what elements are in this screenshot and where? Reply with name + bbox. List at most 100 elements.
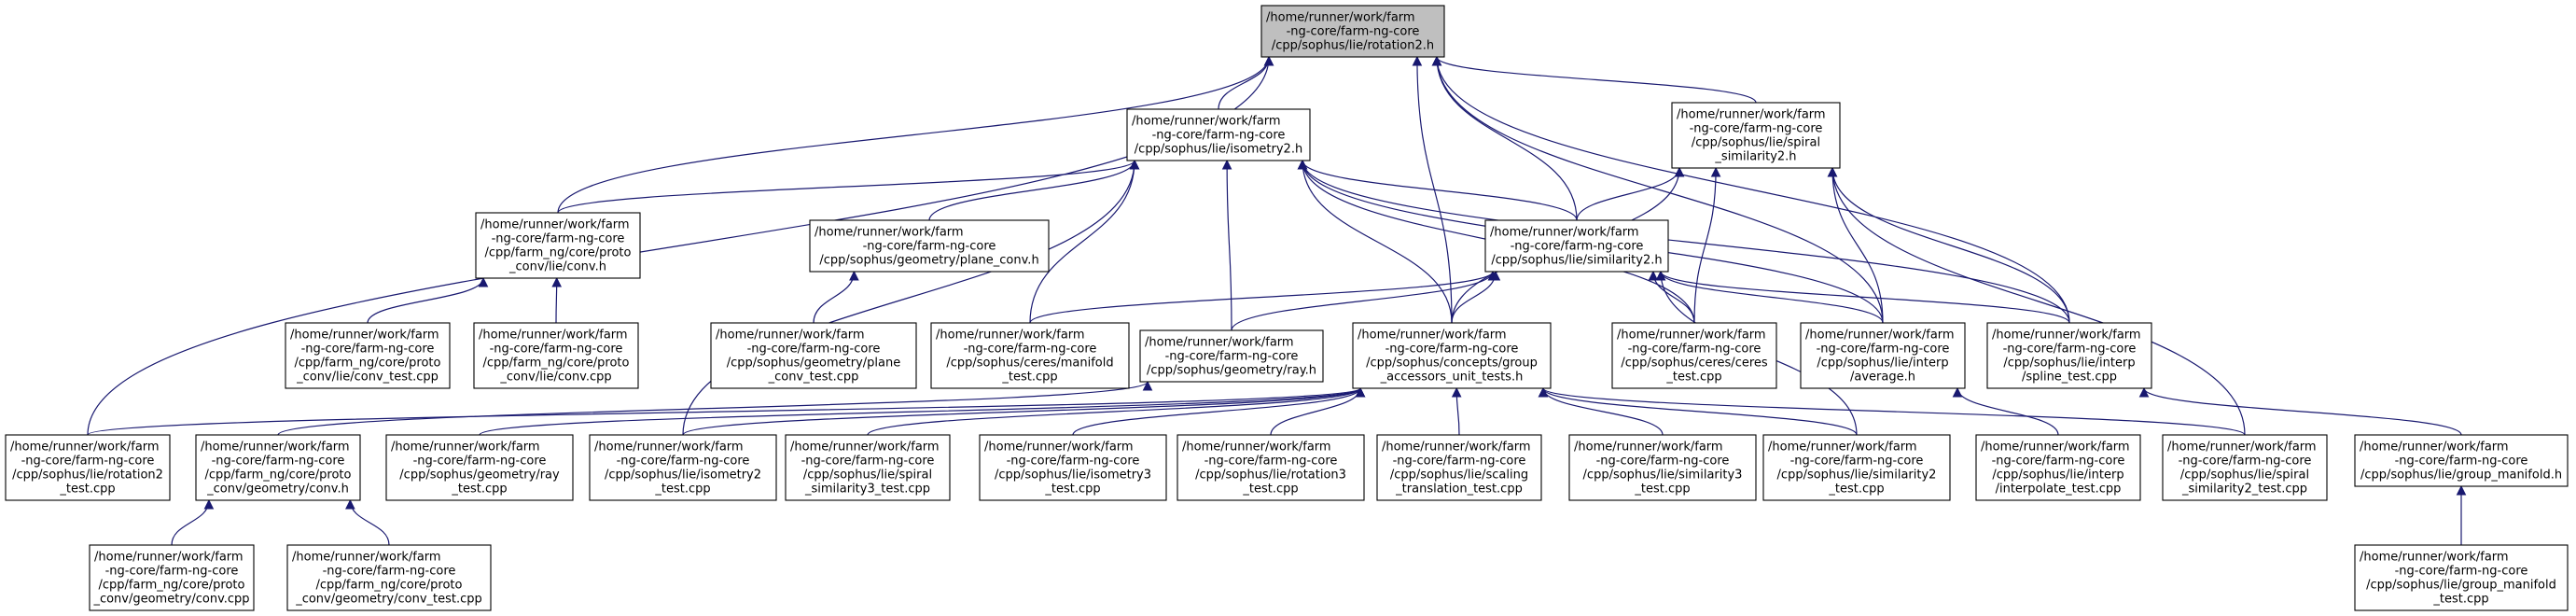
node-label-line: -ng-core/farm-ng-core: [801, 455, 935, 469]
edge-isometry2-test-cpp-to-group-accessors-h: [682, 387, 1361, 436]
node-label-line: -ng-core/farm-ng-core: [1628, 343, 1761, 357]
edge-arrowhead: [1221, 159, 1232, 170]
node-label-line: -ng-core/farm-ng-core: [1385, 343, 1519, 357]
edge-arrowhead: [1710, 166, 1721, 177]
edge-spline-test-cpp-to-similarity2-h: [1660, 271, 2070, 324]
node-proto-conv-lie-conv-h[interactable]: /home/runner/work/farm-ng-core/farm-ng-c…: [475, 212, 641, 279]
node-rotation2-h[interactable]: /home/runner/work/farm-ng-core/farm-ng-c…: [1260, 5, 1445, 58]
node-box: [785, 434, 951, 501]
node-spiral-similarity3-test-cpp[interactable]: /home/runner/work/farm-ng-core/farm-ng-c…: [785, 434, 951, 501]
node-scaling-translation-test-cpp[interactable]: /home/runner/work/farm-ng-core/farm-ng-c…: [1376, 434, 1542, 501]
edge-spline-test-cpp-to-spiral-similarity2-h: [1831, 167, 2070, 324]
node-label-line: _conv/lie/conv_test.cpp: [296, 371, 439, 385]
node-label-line: /home/runner/work/farm: [2167, 441, 2317, 455]
node-label-line: /home/runner/work/farm: [1490, 226, 1639, 240]
node-box: [710, 322, 917, 389]
node-label-line: /cpp/farm_ng/core/proto: [316, 579, 463, 593]
edge-arrowhead: [1648, 270, 1659, 281]
node-geometry-conv-cpp[interactable]: /home/runner/work/farm-ng-core/farm-ng-c…: [89, 544, 255, 611]
node-rotation3-test-cpp[interactable]: /home/runner/work/farm-ng-core/farm-ng-c…: [1177, 434, 1365, 501]
node-label-line: _test.cpp: [1001, 371, 1057, 385]
node-group-manifold-test-cpp[interactable]: /home/runner/work/farm-ng-core/farm-ng-c…: [2354, 544, 2569, 611]
node-interpolate-test-cpp[interactable]: /home/runner/work/farm-ng-core/farm-ng-c…: [1975, 434, 2141, 501]
node-label-line: -ng-core/farm-ng-core: [1790, 455, 1924, 469]
node-interp-average-h[interactable]: /home/runner/work/farm-ng-core/farm-ng-c…: [1800, 322, 1966, 389]
edge-interpolate-test-cpp-to-interp-average-h: [1956, 387, 2059, 436]
node-ray-test-cpp[interactable]: /home/runner/work/farm-ng-core/farm-ng-c…: [385, 434, 574, 501]
node-label-line: _test.cpp: [654, 483, 710, 497]
edge-arrowhead: [1952, 386, 1963, 398]
node-label-line: /home/runner/work/farm: [790, 441, 940, 455]
node-label-line: /home/runner/work/farm: [815, 226, 964, 240]
node-manifold-test-cpp[interactable]: /home/runner/work/farm-ng-core/farm-ng-c…: [930, 322, 1130, 389]
node-group-manifold-h[interactable]: /home/runner/work/farm-ng-core/farm-ng-c…: [2354, 434, 2569, 487]
node-ceres-test-cpp[interactable]: /home/runner/work/farm-ng-core/farm-ng-c…: [1611, 322, 1777, 389]
node-lie-conv-cpp[interactable]: /home/runner/work/farm-ng-core/farm-ng-c…: [473, 322, 639, 389]
node-label-line: /cpp/sophus/ceres/manifold: [946, 357, 1113, 371]
node-label-line: /home/runner/work/farm: [1266, 11, 1415, 25]
node-rotation2-test-cpp[interactable]: /home/runner/work/farm-ng-core/farm-ng-c…: [5, 434, 171, 501]
edge-isometry3-test-cpp-to-group-accessors-h: [1072, 387, 1361, 436]
node-label-line: /cpp/sophus/lie/group_manifold.h: [2360, 469, 2562, 483]
node-isometry2-test-cpp[interactable]: /home/runner/work/farm-ng-core/farm-ng-c…: [589, 434, 777, 501]
node-label-line: /cpp/sophus/concepts/group: [1366, 357, 1538, 371]
node-label-line: -ng-core/farm-ng-core: [1393, 455, 1526, 469]
node-label-line: /home/runner/work/farm: [1182, 441, 1331, 455]
edge-similarity3-test-cpp-to-group-accessors-h: [1542, 387, 1664, 436]
node-ray-h[interactable]: /home/runner/work/farm-ng-core/farm-ng-c…: [1139, 329, 1324, 383]
node-label-line: _test.cpp: [2432, 593, 2488, 607]
node-label-line: _test.cpp: [451, 483, 507, 497]
node-spiral-similarity2-h[interactable]: /home/runner/work/farm-ng-core/farm-ng-c…: [1671, 102, 1841, 169]
node-group-accessors-h[interactable]: /home/runner/work/farm-ng-core/farm-ng-c…: [1352, 322, 1552, 389]
node-plane-conv-test-cpp[interactable]: /home/runner/work/farm-ng-core/farm-ng-c…: [710, 322, 917, 389]
node-isometry3-test-cpp[interactable]: /home/runner/work/farm-ng-core/farm-ng-c…: [979, 434, 1167, 501]
node-spiral-similarity2-test-cpp[interactable]: /home/runner/work/farm-ng-core/farm-ng-c…: [2162, 434, 2328, 501]
node-box: [2162, 434, 2328, 501]
node-plane-conv-h[interactable]: /home/runner/work/farm-ng-core/farm-ng-c…: [809, 219, 1050, 273]
node-label-line: /home/runner/work/farm: [94, 551, 244, 565]
edge-conv-test-cpp-to-proto-conv-lie-conv-h: [367, 277, 484, 324]
node-geometry-conv-test-cpp[interactable]: /home/runner/work/farm-ng-core/farm-ng-c…: [286, 544, 492, 611]
node-similarity2-test-cpp[interactable]: /home/runner/work/farm-ng-core/farm-ng-c…: [1762, 434, 1951, 501]
node-label-line: -ng-core/farm-ng-core: [490, 343, 623, 357]
node-label-line: /cpp/sophus/lie/rotation3: [1195, 469, 1346, 483]
node-label-line: /home/runner/work/farm: [1132, 115, 1281, 129]
node-label-line: -ng-core/farm-ng-core: [2179, 455, 2312, 469]
node-label-line: /average.h: [1850, 371, 1915, 385]
edge-arrowhead: [1655, 270, 1666, 281]
node-label-line: /cpp/sophus/lie/interp: [2003, 357, 2135, 371]
node-geometry-conv-h[interactable]: /home/runner/work/farm-ng-core/farm-ng-c…: [195, 434, 361, 501]
node-label-line: /cpp/sophus/lie/interp: [1992, 469, 2123, 483]
edge-ray-h-to-similarity2-h: [1231, 271, 1494, 331]
node-box: [5, 434, 171, 501]
node-box: [1484, 219, 1669, 273]
node-label-line: -ng-core/farm-ng-core: [413, 455, 547, 469]
node-similarity2-h[interactable]: /home/runner/work/farm-ng-core/farm-ng-c…: [1484, 219, 1669, 273]
edge-ray-h-to-isometry2-h: [1226, 160, 1232, 331]
node-label-line: /cpp/sophus/ceres/ceres: [1621, 357, 1768, 371]
node-box: [1975, 434, 2141, 501]
edge-spiral-similarity2-test-cpp-to-spiral-similarity2-h: [1831, 167, 2246, 436]
node-label-line: /cpp/sophus/lie/spiral: [1692, 136, 1820, 150]
node-label-line: /home/runner/work/farm: [2360, 441, 2509, 455]
node-label-line: _conv/lie/conv.h: [508, 260, 606, 274]
node-isometry2-h[interactable]: /home/runner/work/farm-ng-core/farm-ng-c…: [1126, 108, 1311, 161]
node-spline-test-cpp[interactable]: /home/runner/work/farm-ng-core/farm-ng-c…: [1986, 322, 2152, 389]
node-conv-test-cpp[interactable]: /home/runner/work/farm-ng-core/farm-ng-c…: [285, 322, 451, 389]
node-label-line: -ng-core/farm-ng-core: [1690, 122, 1823, 136]
edge-spiral-similarity2-test-cpp-to-group-accessors-h: [1542, 387, 2246, 436]
node-label-line: /home/runner/work/farm: [1574, 441, 1723, 455]
node-box: [1671, 102, 1841, 169]
node-label-line: /cpp/sophus/geometry/ray.h: [1147, 364, 1316, 378]
edge-similarity2-test-cpp-to-group-accessors-h: [1542, 387, 1858, 436]
node-label-line: /cpp/sophus/lie/spiral: [2180, 469, 2309, 483]
node-label-line: -ng-core/farm-ng-core: [1204, 455, 1338, 469]
node-label-line: -ng-core/farm-ng-core: [492, 232, 625, 246]
node-box: [979, 434, 1167, 501]
node-similarity3-test-cpp[interactable]: /home/runner/work/farm-ng-core/farm-ng-c…: [1568, 434, 1757, 501]
node-box: [2354, 434, 2569, 487]
node-label-line: /home/runner/work/farm: [1981, 441, 2130, 455]
node-box: [89, 544, 255, 611]
edge-spiral-similarity3-test-cpp-to-group-accessors-h: [867, 387, 1361, 436]
edge-ceres-test-cpp-to-spiral-similarity2-h: [1693, 167, 1717, 324]
